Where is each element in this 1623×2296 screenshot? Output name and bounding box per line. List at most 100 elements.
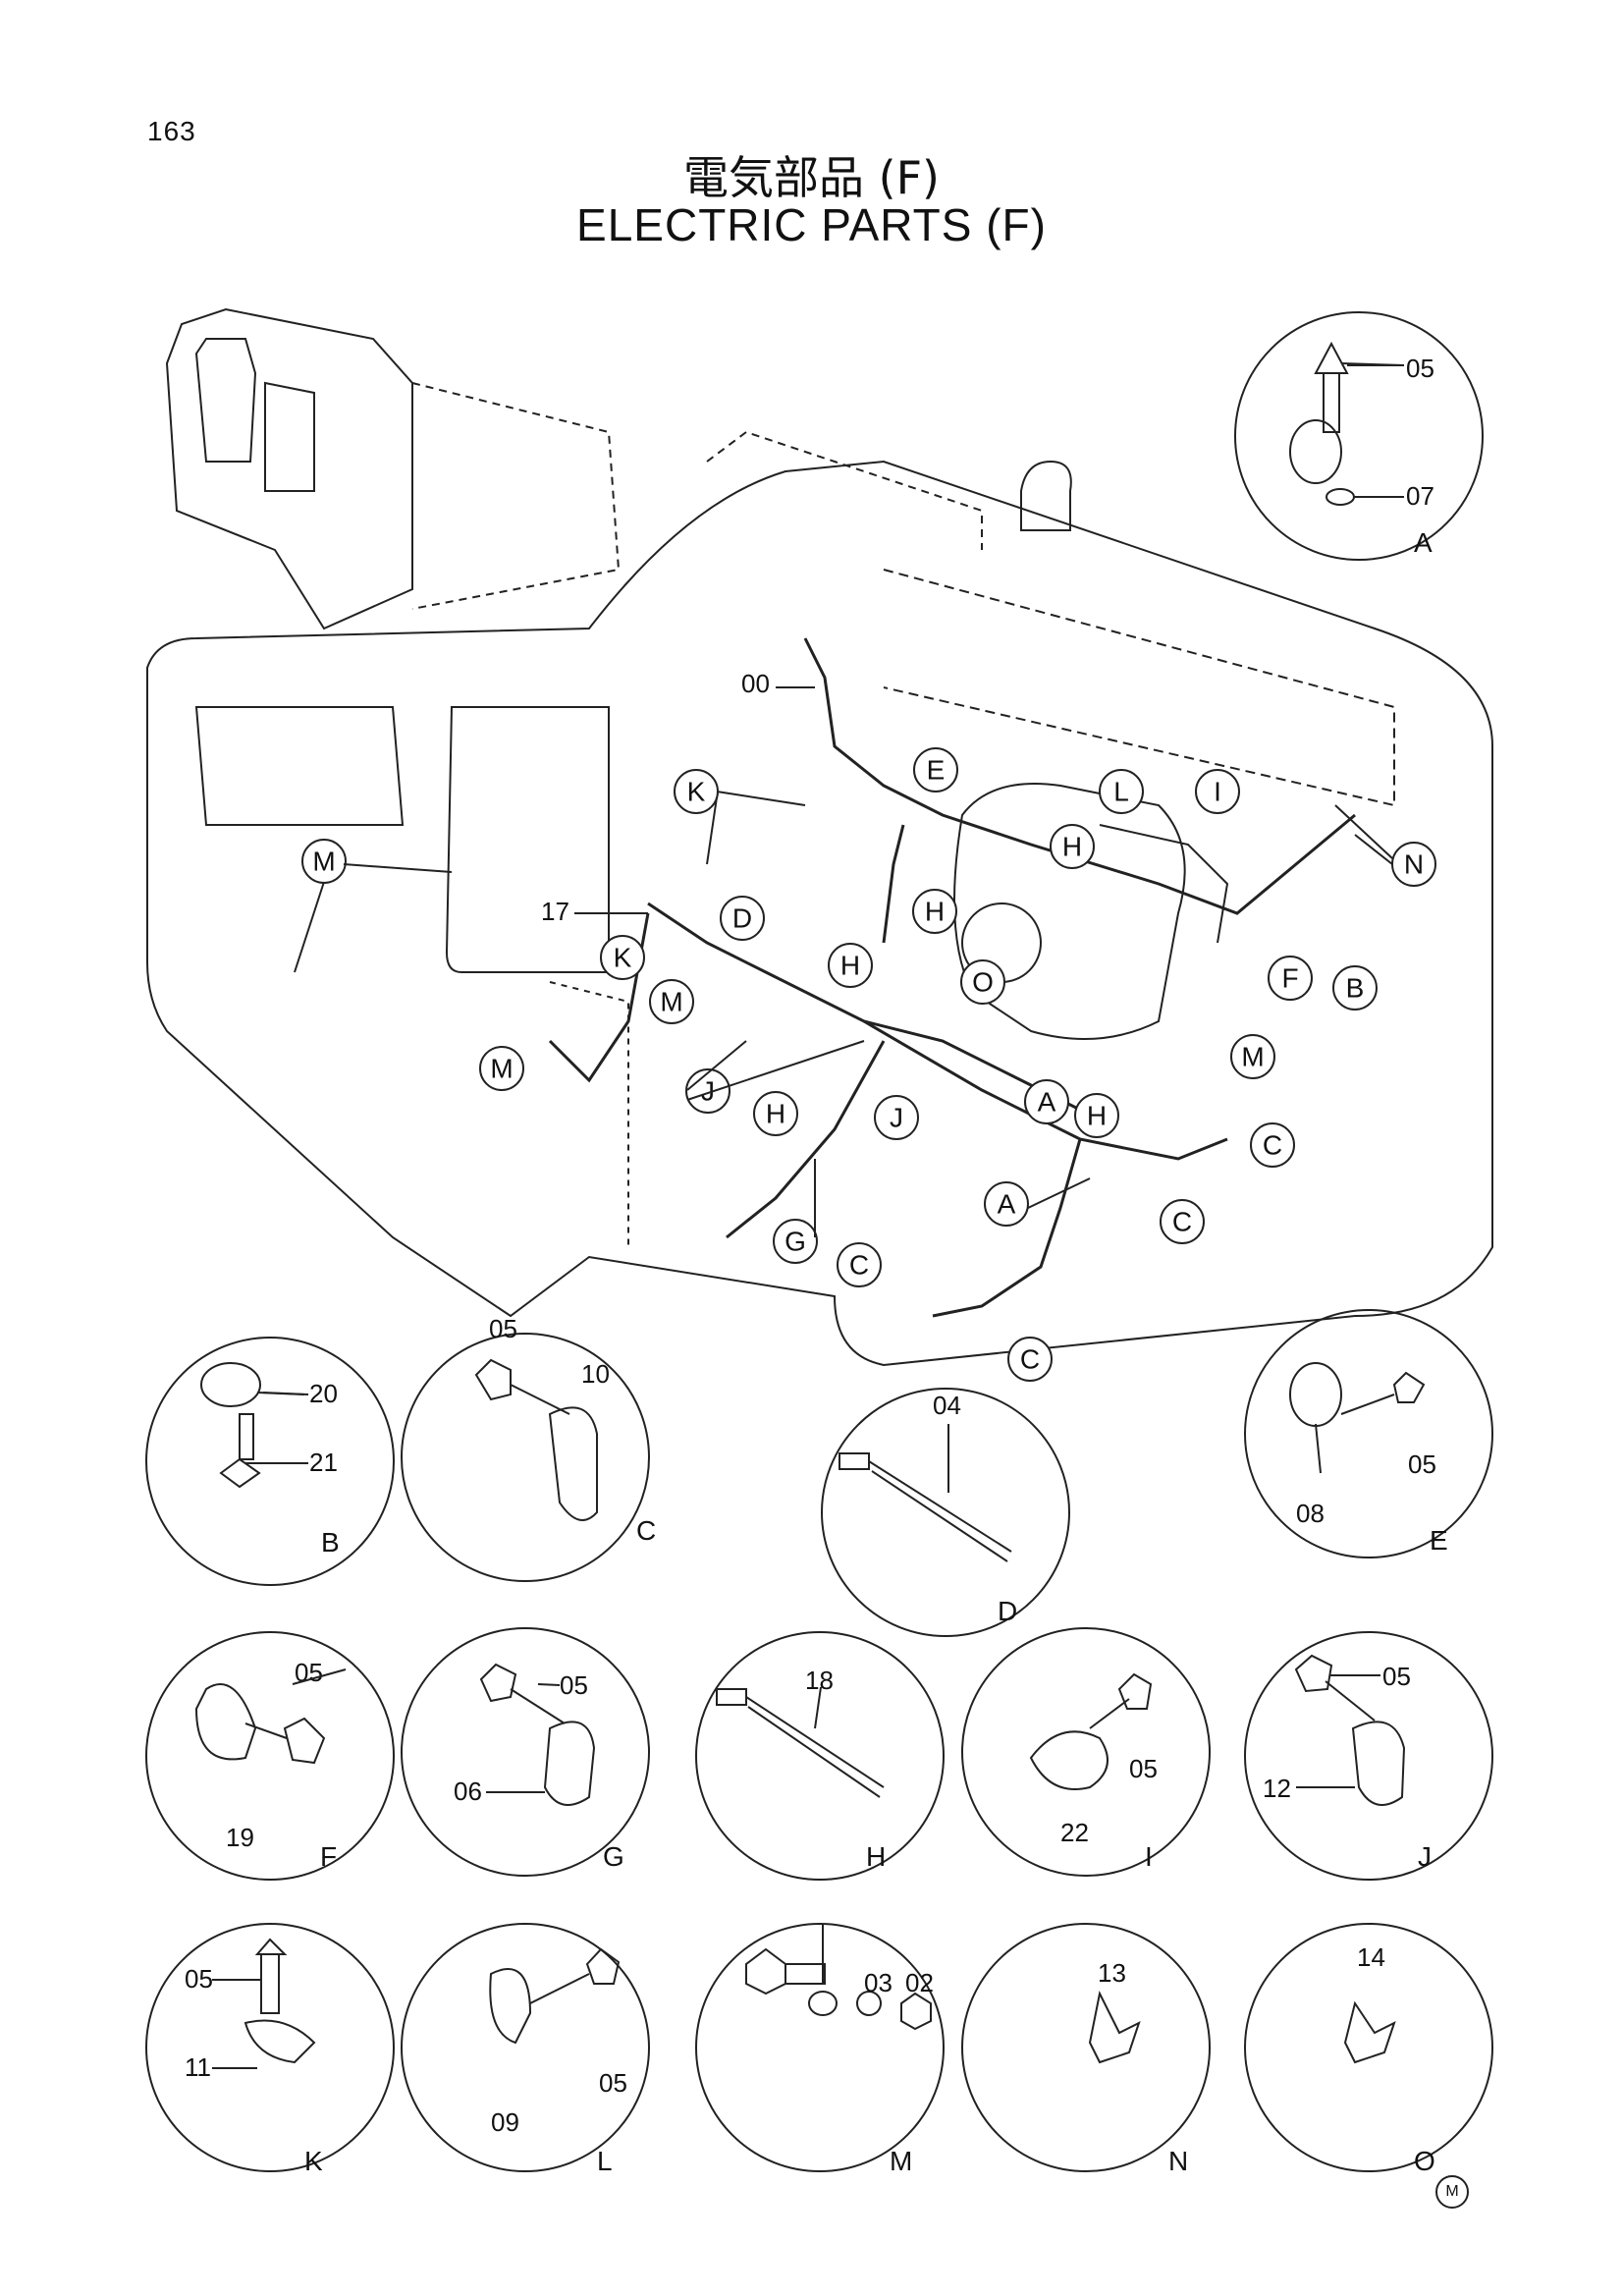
- callout-H: [912, 889, 957, 934]
- svg-text:J: J: [1418, 1841, 1432, 1872]
- part-label-17: 17: [541, 897, 569, 926]
- callout-C: [1160, 1199, 1205, 1244]
- svg-text:N: N: [1404, 849, 1424, 880]
- svg-text:05: 05: [599, 2068, 627, 2098]
- svg-text:H: H: [1062, 832, 1082, 862]
- svg-text:H: H: [840, 951, 860, 981]
- svg-text:M: M: [660, 987, 682, 1017]
- svg-text:09: 09: [491, 2107, 519, 2137]
- callout-E: [913, 747, 958, 793]
- callout-A: [1024, 1079, 1069, 1124]
- detail-circle-I: [961, 1627, 1211, 1877]
- callout-M: [1230, 1034, 1275, 1079]
- cab-outline: [165, 307, 413, 630]
- callout-J: [874, 1095, 919, 1140]
- svg-text:F: F: [320, 1841, 337, 1872]
- svg-text:05: 05: [489, 1314, 517, 1343]
- svg-text:A: A: [1038, 1087, 1056, 1118]
- callout-D: [720, 896, 765, 941]
- detail-circle-J: [1244, 1631, 1493, 1881]
- callout-H: [828, 943, 873, 988]
- svg-text:04: 04: [933, 1391, 961, 1420]
- svg-text:21: 21: [309, 1448, 338, 1477]
- detail-circle-D: [821, 1388, 1070, 1637]
- svg-text:18: 18: [805, 1666, 834, 1695]
- svg-text:M: M: [1241, 1042, 1264, 1072]
- callout-O: [960, 959, 1005, 1005]
- callout-B: [1332, 965, 1378, 1011]
- title-english: ELECTRIC PARTS (F): [576, 199, 1047, 250]
- svg-text:H: H: [866, 1841, 886, 1872]
- svg-text:G: G: [784, 1227, 806, 1257]
- svg-text:D: D: [998, 1596, 1017, 1626]
- detail-circle-G: [401, 1627, 650, 1877]
- callout-M: [479, 1046, 524, 1091]
- svg-text:05: 05: [185, 1964, 213, 1994]
- detail-circle-O: [1244, 1923, 1493, 2172]
- svg-text:03: 03: [864, 1968, 893, 1997]
- detail-circle-M: [695, 1923, 945, 2172]
- detail-circle-A: [1234, 311, 1484, 561]
- svg-text:E: E: [1430, 1525, 1448, 1556]
- svg-text:14: 14: [1357, 1942, 1385, 1972]
- callout-H: [753, 1091, 798, 1136]
- footer-mark: M: [1435, 2175, 1469, 2209]
- callout-K: [600, 935, 645, 980]
- detail-letters: A B C D E F G H I J K L M N O: [304, 527, 1448, 2176]
- svg-text:M: M: [890, 2146, 912, 2176]
- svg-text:08: 08: [1296, 1499, 1325, 1528]
- callout-C: [1250, 1122, 1295, 1168]
- svg-text:I: I: [1214, 777, 1221, 807]
- callout-H: [1050, 824, 1095, 869]
- svg-text:O: O: [1414, 2146, 1435, 2176]
- engine: [953, 783, 1186, 1040]
- svg-text:C: C: [636, 1515, 656, 1546]
- svg-text:H: H: [766, 1099, 785, 1129]
- svg-text:H: H: [925, 897, 945, 927]
- svg-text:J: J: [701, 1076, 715, 1107]
- svg-text:22: 22: [1060, 1818, 1089, 1847]
- svg-text:19: 19: [226, 1823, 254, 1852]
- svg-text:G: G: [603, 1841, 624, 1872]
- svg-text:05: 05: [1382, 1662, 1411, 1691]
- wire-harness: [803, 637, 1356, 915]
- svg-text:05: 05: [560, 1670, 588, 1700]
- title-japanese: 電気部品 (F): [683, 151, 940, 204]
- detail-circle-E: [1244, 1309, 1493, 1558]
- callout-L: [1099, 769, 1144, 814]
- detail-circle-H: [695, 1631, 945, 1881]
- callout-F: [1268, 956, 1313, 1001]
- svg-text:05: 05: [1408, 1449, 1436, 1479]
- svg-text:L: L: [597, 2146, 613, 2176]
- svg-text:O: O: [972, 967, 994, 998]
- svg-text:C: C: [1172, 1207, 1192, 1237]
- callout-H: [1074, 1093, 1119, 1138]
- svg-text:C: C: [1263, 1130, 1282, 1161]
- svg-text:B: B: [321, 1527, 340, 1558]
- svg-text:K: K: [687, 777, 706, 807]
- svg-text:B: B: [1346, 973, 1365, 1004]
- svg-text:10: 10: [581, 1359, 610, 1389]
- svg-text:C: C: [1020, 1344, 1040, 1375]
- svg-text:A: A: [1414, 527, 1433, 558]
- callout-A: [984, 1181, 1029, 1227]
- detail-circle-N: [961, 1923, 1211, 2172]
- svg-text:05: 05: [1129, 1754, 1158, 1783]
- svg-text:12: 12: [1263, 1774, 1291, 1803]
- svg-text:C: C: [849, 1250, 869, 1281]
- detail-circle-L: [401, 1923, 650, 2172]
- svg-text:D: D: [732, 903, 752, 934]
- svg-text:E: E: [927, 755, 946, 786]
- svg-text:N: N: [1168, 2146, 1188, 2176]
- svg-text:06: 06: [454, 1777, 482, 1806]
- detail-circle-F: [145, 1631, 395, 1881]
- svg-text:K: K: [304, 2146, 323, 2176]
- svg-text:K: K: [614, 943, 632, 973]
- svg-text:11: 11: [185, 2052, 211, 2082]
- svg-text:A: A: [998, 1189, 1016, 1220]
- svg-text:F: F: [1281, 963, 1298, 994]
- detail-circle-B: [145, 1337, 395, 1586]
- svg-text:M: M: [312, 847, 335, 877]
- svg-text:J: J: [890, 1103, 903, 1133]
- callout-C: [1007, 1337, 1053, 1382]
